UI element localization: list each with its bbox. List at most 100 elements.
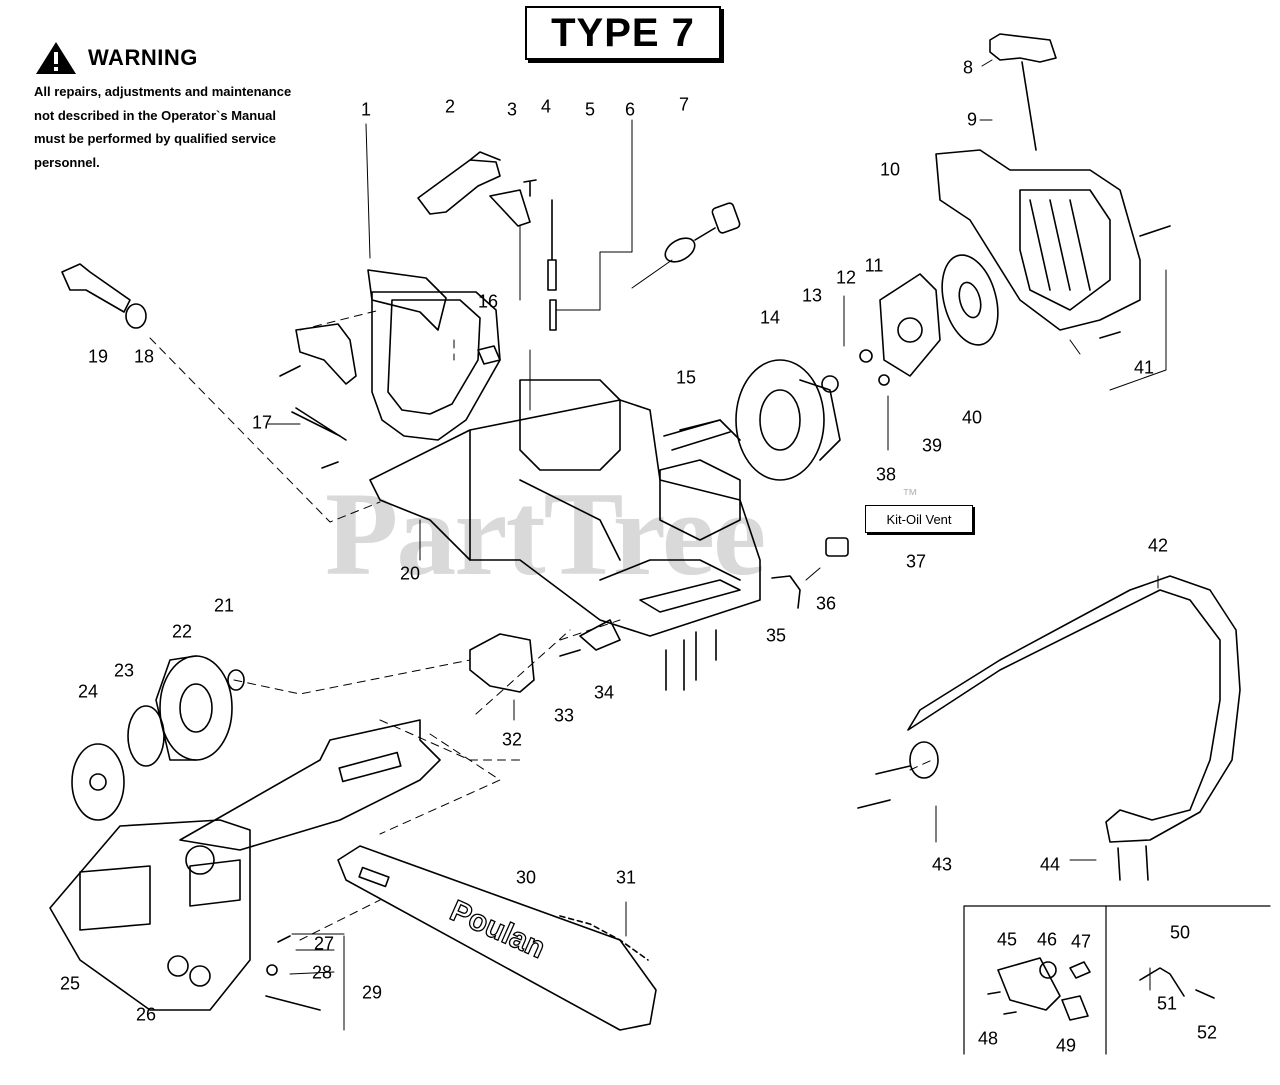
oil-screw-part-33 <box>559 649 581 657</box>
part-number-51: 51 <box>1156 993 1178 1014</box>
warning-notice: WARNING All repairs, adjustments and mai… <box>34 38 324 174</box>
adjuster-part-34 <box>579 619 621 651</box>
part-number-9: 9 <box>966 109 978 130</box>
pin-part-5 <box>547 199 557 291</box>
trigger-part-16 <box>295 323 357 385</box>
handle-part-19 <box>61 263 131 313</box>
part-number-28: 28 <box>311 962 333 983</box>
leader-lines <box>267 59 1167 1031</box>
chain-part-31 <box>559 915 649 961</box>
part-number-24: 24 <box>77 681 99 702</box>
plate-part-23 <box>127 705 165 767</box>
pulley-part-40 <box>941 254 999 346</box>
nut-part-38 <box>878 374 890 386</box>
bolts-part-15 <box>663 419 731 451</box>
throttle-part-2 <box>417 151 501 215</box>
part-number-25: 25 <box>59 973 81 994</box>
nut-part-26a <box>167 955 189 977</box>
part-number-46: 46 <box>1036 929 1058 950</box>
watermark: PartTree <box>325 467 766 600</box>
clutch-part-24 <box>71 743 125 821</box>
part-47 <box>1069 961 1091 979</box>
part-number-33: 33 <box>553 705 575 726</box>
part-number-42: 42 <box>1147 535 1169 556</box>
part-number-49: 49 <box>1055 1035 1077 1056</box>
part-number-31: 31 <box>615 867 637 888</box>
part-number-40: 40 <box>961 407 983 428</box>
flywheel-mount-part-11 <box>879 273 941 377</box>
part-number-26: 26 <box>135 1004 157 1025</box>
part-number-45: 45 <box>996 929 1018 950</box>
part-number-2: 2 <box>444 96 456 117</box>
part-number-4: 4 <box>540 96 552 117</box>
part-number-11: 11 <box>864 255 884 276</box>
washer-part-12 <box>859 349 873 363</box>
pin-tip-part-5 <box>549 299 557 331</box>
screw-part-48 <box>987 991 1017 1015</box>
hose-part-50 <box>1139 967 1185 997</box>
nut-part-26b <box>189 965 211 987</box>
warning-text: All repairs, adjustments and maintenance… <box>34 84 292 170</box>
pump-part-45 <box>997 957 1061 1011</box>
part-number-5: 5 <box>584 99 596 120</box>
screws-part-35 <box>665 629 717 691</box>
washer-part-21 <box>227 669 245 691</box>
part-number-44: 44 <box>1039 854 1061 875</box>
part-number-35: 35 <box>765 625 787 646</box>
part-number-37: 37 <box>905 551 927 572</box>
clutch-drum-part-22 <box>155 655 233 761</box>
part-number-22: 22 <box>171 621 193 642</box>
vent-tube-part-36 <box>771 575 801 609</box>
washer-part-13 <box>821 375 839 393</box>
part-number-38: 38 <box>875 464 897 485</box>
main-housing-part-20 <box>369 291 761 637</box>
flywheel-part-14 <box>735 359 841 481</box>
part-number-29: 29 <box>361 982 383 1003</box>
warning-triangle-icon <box>36 42 76 74</box>
part-number-10: 10 <box>879 159 901 180</box>
part-49 <box>1061 995 1089 1021</box>
part-number-48: 48 <box>977 1028 999 1049</box>
screw-part-52 <box>1195 989 1215 999</box>
screw-part-4 <box>523 179 537 197</box>
part-number-20: 20 <box>399 563 421 584</box>
part-number-50: 50 <box>1169 922 1191 943</box>
starter-housing-part-10 <box>935 149 1141 331</box>
screw-part-29 <box>265 995 321 1011</box>
sprocket-cover-part-25 <box>49 819 251 1011</box>
oil-cap-part-7 <box>664 202 741 263</box>
part-number-23: 23 <box>113 660 135 681</box>
part-number-18: 18 <box>133 346 155 367</box>
spring-part-3 <box>489 189 531 227</box>
trademark-symbol: ™ <box>902 487 918 504</box>
screws-part-44 <box>1117 845 1149 881</box>
part-number-19: 19 <box>87 346 109 367</box>
part-number-52: 52 <box>1196 1022 1218 1043</box>
part-number-43: 43 <box>931 854 953 875</box>
spring-part-17 <box>291 407 347 441</box>
part-number-27: 27 <box>313 933 335 954</box>
part-number-47: 47 <box>1070 931 1092 952</box>
kit-oil-vent-callout: Kit-Oil Vent <box>865 505 973 533</box>
part-number-32: 32 <box>501 729 523 750</box>
part-number-17: 17 <box>251 412 273 433</box>
nut-part-18 <box>125 303 147 329</box>
oil-plate-part-32 <box>469 633 535 693</box>
guide-bar-part-30 <box>337 845 657 1031</box>
bar-brand-text: Poulan <box>445 894 550 965</box>
brake-lever-part-shaft <box>179 719 441 875</box>
part-number-14: 14 <box>759 307 781 328</box>
part-number-8: 8 <box>962 57 974 78</box>
part-number-36: 36 <box>815 593 837 614</box>
front-handle-part-42 <box>907 575 1241 843</box>
part-number-1: 1 <box>360 99 372 120</box>
part-number-3: 3 <box>506 99 518 120</box>
nut-part-28 <box>266 964 278 976</box>
dashed-guides <box>149 309 933 941</box>
part-number-16: 16 <box>477 291 499 312</box>
type-title: TYPE 7 <box>551 10 695 55</box>
part-number-6: 6 <box>624 99 636 120</box>
spring-part-27 <box>277 935 291 943</box>
